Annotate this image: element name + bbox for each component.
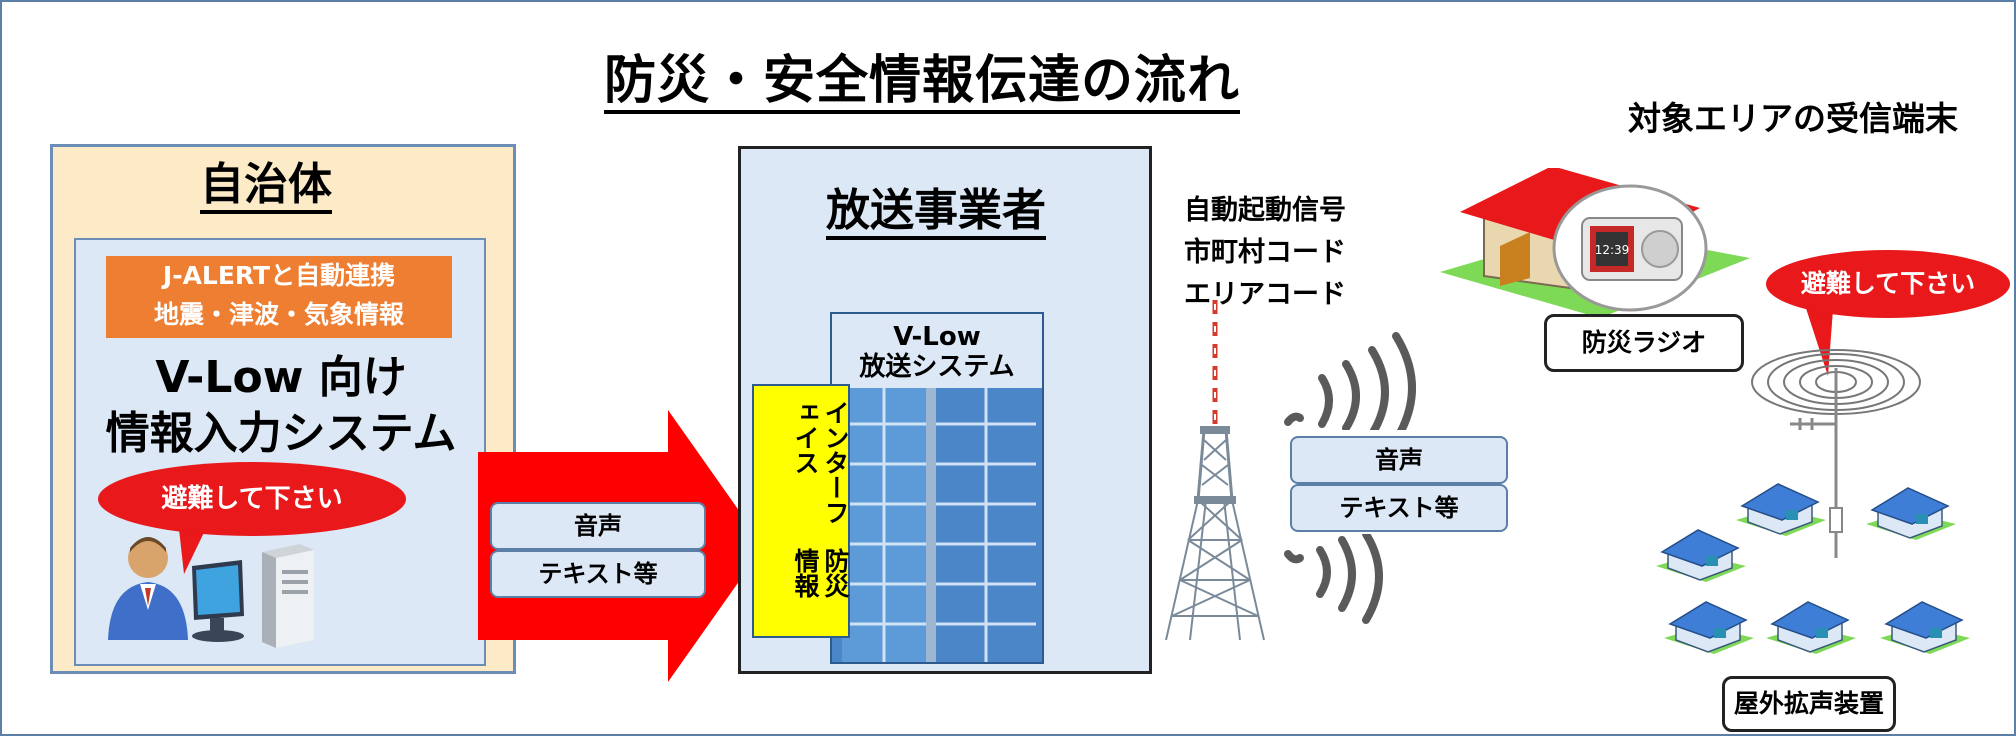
tower-text-tag: テキスト等 xyxy=(1290,484,1508,532)
house-1 xyxy=(1735,483,1827,537)
operator-icon xyxy=(108,537,188,640)
bubble2-tail xyxy=(1802,296,1834,376)
disaster-radio-label: 防災ラジオ xyxy=(1544,314,1744,372)
house-5 xyxy=(1765,601,1857,655)
input-system-line1: V-Low 向け xyxy=(155,352,407,403)
municipality-alert-bubble: 避難して下さい xyxy=(98,462,406,536)
broadcast-building xyxy=(830,312,1044,664)
interface-box xyxy=(752,384,850,638)
house-radio-icon: 12:39 xyxy=(1440,168,1750,318)
signal-line2: 市町村コード xyxy=(1184,237,1346,268)
monitor-icon xyxy=(192,560,244,642)
interface-label: インターフェイス 防災情報 xyxy=(752,400,850,622)
input-system-line2: 情報入力システム xyxy=(105,408,457,459)
page-title: 防災・安全情報伝達の流れ xyxy=(604,52,1241,114)
signal-line1: 自動起動信号 xyxy=(1184,195,1346,226)
broadcast-tower-icon xyxy=(1165,300,1265,641)
radio-waves-lower xyxy=(1284,534,1383,624)
building-windows xyxy=(832,314,1042,662)
interface-col2: 防災情報 xyxy=(791,548,850,598)
house-4 xyxy=(1663,601,1755,655)
outdoor-speaker-label: 屋外拡声装置 xyxy=(1722,676,1896,732)
tower-audio-tag: 音声 xyxy=(1290,436,1508,484)
house-2 xyxy=(1865,487,1957,541)
operator-server-icons xyxy=(108,537,314,648)
loudspeaker-pole-icon xyxy=(1751,349,1921,558)
receiver-alert-bubble: 避難して下さい xyxy=(1766,250,2010,318)
input-system-label: V-Low 向け 情報入力システム xyxy=(86,350,476,462)
target-area-title: 対象エリアの受信端末 xyxy=(1628,99,1958,138)
municipality-title: 自治体 xyxy=(200,160,332,214)
jalert-line1: J-ALERTと自動連携 xyxy=(162,261,396,290)
arrow-text-tag: テキスト等 xyxy=(490,550,706,598)
radio-waves-upper xyxy=(1284,332,1416,430)
broadcast-system-label: V-Low 放送システム xyxy=(830,322,1044,382)
house-6 xyxy=(1879,601,1971,655)
broadcaster-title: 放送事業者 xyxy=(826,186,1046,240)
signal-line3: エリアコード xyxy=(1184,279,1346,310)
arrow-audio-tag: 音声 xyxy=(490,502,706,550)
broadcast-system-line2: 放送システム xyxy=(859,352,1015,382)
signal-info: 自動起動信号 市町村コード エリアコード xyxy=(1184,190,1346,316)
jalert-box: J-ALERTと自動連携 地震・津波・気象情報 xyxy=(106,256,452,338)
broadcast-system-line1: V-Low xyxy=(893,322,981,352)
jalert-line2: 地震・津波・気象情報 xyxy=(153,300,404,329)
interface-col1: インターフェイス xyxy=(791,400,850,525)
houses-cluster-icon xyxy=(1655,483,1971,655)
server-icon xyxy=(262,544,314,648)
house-3 xyxy=(1655,529,1747,583)
radio-clock: 12:39 xyxy=(1595,243,1630,257)
